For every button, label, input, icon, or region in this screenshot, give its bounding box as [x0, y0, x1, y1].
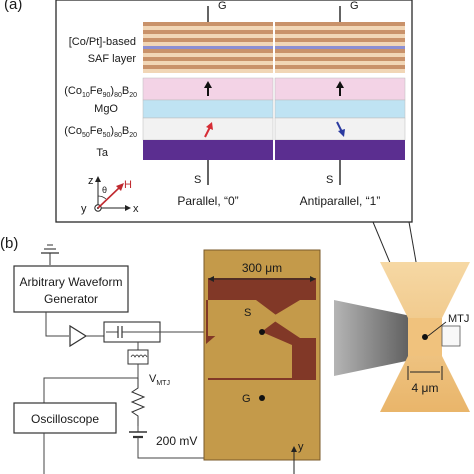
- mtj-label: MTJ: [448, 313, 469, 325]
- device-gap: [284, 306, 306, 330]
- vmtj-label: VMTJ: [149, 373, 170, 387]
- saf-stripe: [143, 38, 273, 42]
- saf-stripe: [143, 61, 273, 65]
- ground-symbol-awg: [41, 244, 59, 265]
- saf-stripe: [275, 30, 405, 34]
- layer-labels: [Co/Pt]-based SAF layer (Co10Fe90)80B20 …: [64, 36, 137, 159]
- saf-spacer: [143, 46, 273, 49]
- panel-a-label: (a): [4, 0, 22, 13]
- device-pad-right: [441, 325, 461, 347]
- panel-b: (b) Arbitrary Waveform Generator VMTJ: [0, 235, 470, 474]
- x-arrowhead-icon: [125, 205, 131, 211]
- terminal-s-label: S: [194, 174, 201, 186]
- terminal-s-label: S: [326, 174, 333, 186]
- y-label: y: [81, 203, 87, 215]
- device-lead: [334, 300, 411, 376]
- field-arrow: [97, 186, 121, 209]
- free-arrow-icon: [336, 81, 344, 88]
- dimension-arrow-left-icon: [208, 276, 214, 282]
- ta-layer: [275, 140, 405, 160]
- terminal-g-label: G: [350, 0, 359, 12]
- field-arrowhead-icon: [116, 183, 124, 191]
- saf-stripe: [143, 65, 273, 69]
- panel-b-label: (b): [0, 235, 18, 252]
- saf-stripe: [143, 53, 273, 57]
- caption-parallel: Parallel, “0”: [177, 194, 238, 208]
- x-label: x: [133, 203, 139, 215]
- voltage-label: 200 mV: [156, 434, 197, 448]
- coordinate-axes: z y x θ H: [81, 175, 139, 215]
- saf-stripe: [275, 49, 405, 53]
- saf-label-1: [Co/Pt]-based: [69, 36, 136, 48]
- saf-stripe: [275, 34, 405, 38]
- mtj-dot: [422, 334, 428, 340]
- saf-stripe: [143, 34, 273, 38]
- oscilloscope-box: [13, 402, 117, 434]
- free-layer-label: (Co10Fe90)80B20: [64, 85, 137, 99]
- theta-arc: [97, 195, 107, 200]
- saf-stripe: [275, 22, 405, 26]
- wire-scope: [43, 377, 138, 403]
- z-label: z: [88, 175, 94, 187]
- resistor-icon: [130, 378, 146, 426]
- saf-stripe: [275, 69, 405, 73]
- oscilloscope-label: Oscilloscope: [31, 412, 99, 426]
- mgo-layer: [274, 99, 406, 119]
- ref-arrow: [204, 126, 211, 138]
- y-arrowhead-icon: [291, 446, 297, 452]
- saf-stripe: [275, 57, 405, 61]
- ta-layer: [143, 140, 273, 160]
- terminal-g-label: G: [218, 0, 227, 12]
- saf-stripe: [143, 26, 273, 30]
- amplifier-icon: [69, 324, 88, 348]
- dimension-arrow-right-icon: [310, 276, 316, 282]
- wire-awg-amp: [45, 312, 69, 337]
- panel-a: (a) [Co/Pt]-based SAF layer (Co10Fe90)80…: [4, 0, 429, 331]
- pad-g-dot: [259, 395, 265, 401]
- saf-stripe: [143, 57, 273, 61]
- saf-stripe: [275, 65, 405, 69]
- saf-label-2: SAF layer: [88, 53, 137, 65]
- y-axis-bottom-label: y: [298, 441, 304, 453]
- pad-g-label: G: [242, 393, 251, 405]
- saf-stripe: [143, 42, 273, 46]
- stack-antiparallel: GS: [274, 0, 406, 186]
- saf-stripe: [143, 30, 273, 34]
- z-arrowhead-icon: [95, 176, 101, 182]
- pad-s-dot: [259, 329, 265, 335]
- awg-label-1: Arbitrary Waveform: [20, 275, 123, 289]
- free-arrow-icon: [204, 81, 212, 88]
- saf-stripe: [143, 69, 273, 73]
- saf-stripe: [275, 42, 405, 46]
- ta-label: Ta: [96, 147, 109, 159]
- saf-stripe: [143, 49, 273, 53]
- pad-s-label: S: [244, 307, 251, 319]
- signal-pad: [208, 300, 280, 336]
- mtj-pointer: [427, 321, 447, 337]
- ref-arrow-icon: [206, 122, 213, 130]
- chip-width-label: 300 μm: [242, 261, 282, 275]
- mgo-layer: [142, 99, 274, 119]
- mgo-label: MgO: [94, 103, 118, 115]
- h-label: H: [124, 179, 132, 191]
- saf-stripe: [275, 38, 405, 42]
- saf-stripe: [275, 26, 405, 30]
- caption-antiparallel: Antiparallel, “1”: [300, 194, 381, 208]
- theta-label: θ: [102, 185, 107, 195]
- saf-stripe: [143, 22, 273, 26]
- stack-parallel: GS: [142, 0, 274, 186]
- awg-box: [13, 265, 129, 313]
- ref-arrow-icon: [338, 129, 345, 137]
- ref-layer-label: (Co50Fe50)80B20: [64, 125, 137, 139]
- awg-label-2: Generator: [44, 292, 98, 306]
- saf-spacer: [275, 46, 405, 49]
- saf-stripe: [275, 53, 405, 57]
- saf-stripe: [275, 61, 405, 65]
- device-scale-label: 4 μm: [412, 381, 439, 395]
